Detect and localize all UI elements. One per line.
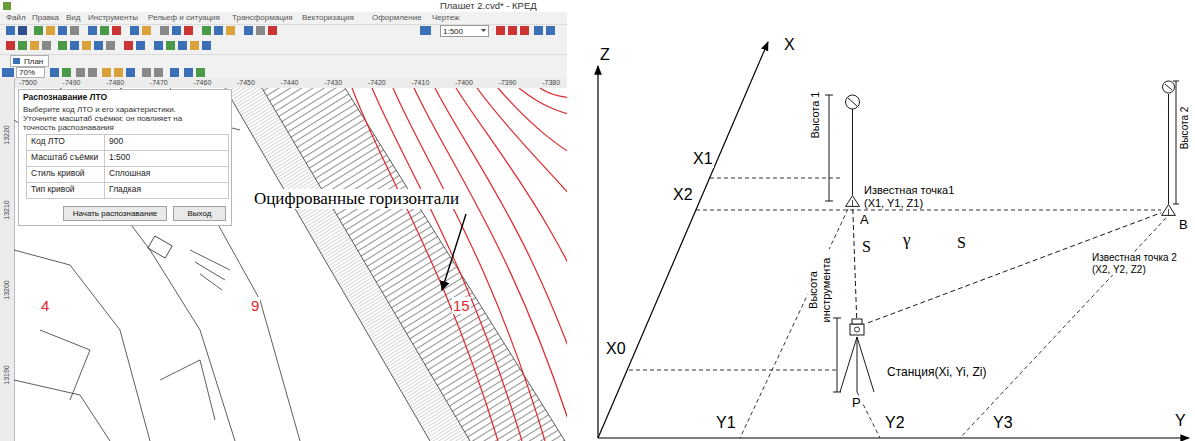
coordinate-label: X2 bbox=[672, 186, 694, 204]
table-cell: Гладкая bbox=[109, 185, 141, 195]
known-point-marker: Известная точка1 (X1, Y1, Z1)A bbox=[845, 195, 860, 207]
menu-item: Файл bbox=[6, 13, 26, 22]
scale-value: 1:500 bbox=[443, 27, 463, 36]
point-caption: Известная точка1 (X1, Y1, Z1) bbox=[863, 184, 969, 209]
table-cell: Стиль кривой bbox=[31, 169, 85, 179]
coordinate-label: Y3 bbox=[992, 414, 1014, 432]
window-title: Плашет 2.cvd* - КРЕД bbox=[440, 1, 537, 12]
menu-item: Правка bbox=[32, 13, 59, 22]
table-cell: Масштаб съёмки bbox=[31, 153, 98, 163]
station-instrument: Станция(Xi, Yi, Zi)P bbox=[846, 318, 868, 336]
coordinate-label: X0 bbox=[605, 340, 627, 358]
ruler-number: 13220 bbox=[3, 125, 11, 144]
leader-arrow bbox=[442, 214, 466, 290]
property-table bbox=[27, 135, 229, 199]
coordinate-label: Y2 bbox=[884, 414, 906, 432]
panel-hint: Выберите код ЛТО и его характеристики. У… bbox=[23, 105, 205, 133]
zoom-value: 70% bbox=[19, 68, 35, 77]
triangle-marker bbox=[1162, 205, 1176, 216]
triangle-marker bbox=[846, 196, 860, 207]
table-cell: 1:500 bbox=[109, 153, 130, 163]
menu-item: Векторизация bbox=[302, 13, 354, 22]
point-letter: A bbox=[859, 213, 870, 228]
table-cell: Тип кривой bbox=[31, 185, 75, 195]
ruler-number: -7390 bbox=[499, 79, 517, 87]
button-label: Начать распознавание bbox=[73, 209, 158, 218]
menu-item: Чертеж bbox=[432, 13, 459, 22]
total-station-symbol bbox=[850, 324, 864, 335]
ruler-number: 13190 bbox=[3, 365, 11, 384]
triangle-marker bbox=[1161, 204, 1176, 216]
coordinate-label: X1 bbox=[692, 150, 714, 168]
ruler-number: -7490 bbox=[63, 79, 81, 87]
menu-item: Вид bbox=[66, 13, 80, 22]
station-caption: Станция(Xi, Yi, Zi) bbox=[886, 366, 987, 380]
height-label: Высота 1 bbox=[809, 91, 822, 140]
coordinate-diagram bbox=[598, 42, 1189, 438]
height-label: Высота инструмента bbox=[807, 249, 832, 331]
button-label: Выход bbox=[188, 209, 212, 218]
ruler-number: -7420 bbox=[368, 79, 386, 87]
axis-label: Y bbox=[1175, 412, 1186, 430]
menu-item: Инструменты bbox=[88, 13, 138, 22]
ruler-number: -7500 bbox=[19, 79, 37, 87]
table-cell: 900 bbox=[109, 137, 123, 147]
dialog-panel: Распознавание ЛТО Выберите код ЛТО и его … bbox=[18, 89, 232, 226]
callout-text: Оцифрованные горизонтали bbox=[253, 189, 460, 209]
digitized-contours bbox=[352, 88, 567, 441]
ruler-number: -7380 bbox=[542, 79, 560, 87]
axis-label: Z bbox=[600, 46, 610, 64]
edge-label: S bbox=[861, 238, 872, 256]
tab-title: План bbox=[24, 57, 43, 66]
ruler-number: 13210 bbox=[3, 200, 11, 219]
topographic-map bbox=[14, 88, 620, 441]
menu-item: Рельеф и ситуация bbox=[148, 13, 220, 22]
toolbar-icons bbox=[0, 26, 567, 78]
height-label: Высота 2 bbox=[1179, 106, 1191, 151]
ruler-number: -7450 bbox=[237, 79, 255, 87]
ruler-number: -7410 bbox=[411, 79, 429, 87]
point-letter: B bbox=[1178, 218, 1189, 233]
angle-label: γ bbox=[902, 230, 912, 250]
ruler-number: -7470 bbox=[150, 79, 168, 87]
contour-number: 15 bbox=[452, 297, 471, 314]
ruler-number: -7460 bbox=[193, 79, 211, 87]
triangle-marker bbox=[845, 195, 860, 207]
total-station-symbol bbox=[846, 318, 868, 336]
contour-number: 9 bbox=[250, 297, 260, 314]
ruler-number: -7480 bbox=[106, 79, 124, 87]
ruler-number: 13200 bbox=[3, 280, 11, 299]
menu-item: Трансформация bbox=[232, 13, 293, 22]
total-station-symbol bbox=[855, 327, 860, 332]
axis-label: X bbox=[784, 36, 795, 54]
sight-line bbox=[853, 207, 857, 318]
known-point-marker: Известная точка 2 (X2, Y2, Z2)B bbox=[1161, 204, 1176, 216]
ruler-number: -7440 bbox=[281, 79, 299, 87]
software-window bbox=[0, 0, 567, 441]
point-caption: Известная точка 2 (X2, Y2, Z2) bbox=[1091, 252, 1191, 275]
triangle-marker bbox=[1168, 209, 1169, 215]
table-cell: Сплошная bbox=[109, 169, 150, 179]
triangle-marker bbox=[852, 200, 853, 206]
coordinate-label: Y1 bbox=[715, 414, 737, 432]
menu-item: Оформление bbox=[372, 13, 422, 22]
ruler-number: -7400 bbox=[455, 79, 473, 87]
panel-heading: Распознавание ЛТО bbox=[23, 93, 107, 103]
button: Выход bbox=[173, 206, 226, 221]
ruler-number: -7430 bbox=[324, 79, 342, 87]
point-letter: P bbox=[851, 396, 862, 411]
edge-label: S bbox=[956, 234, 967, 252]
table-cell: Код ЛТО bbox=[31, 137, 65, 147]
contour-number: 4 bbox=[40, 297, 50, 314]
button: Начать распознавание bbox=[63, 206, 167, 221]
total-station-symbol bbox=[852, 319, 862, 324]
